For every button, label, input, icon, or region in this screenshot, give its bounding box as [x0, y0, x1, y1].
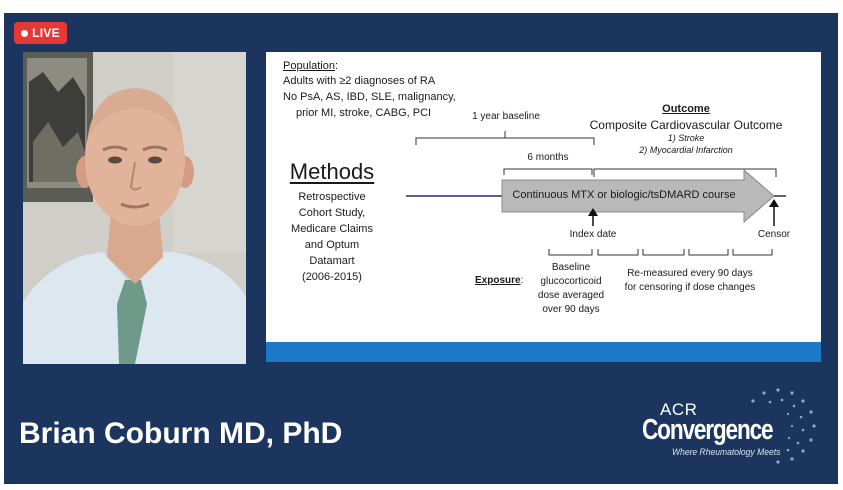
outcome-item-stroke: 1) Stroke [667, 133, 705, 143]
exposure-brackets [548, 249, 773, 256]
logo-convergence-text: Convergence [642, 414, 774, 446]
methods-title: Methods [289, 159, 375, 184]
methods-line-4: and Optum [304, 239, 360, 251]
outcome-heading: Outcome [662, 103, 710, 115]
course-label: Continuous MTX or biologic/tsDMARD cours… [512, 189, 736, 201]
exposure-baseline-line-3: dose averaged [537, 290, 605, 301]
exposure-heading-colon: : [520, 275, 524, 286]
baseline-label: 1 year baseline [472, 111, 540, 122]
speaker-portrait [23, 52, 246, 364]
presentation-slide: Population: Adults with ≥2 diagnoses of … [266, 52, 821, 362]
exposure-remeasure-line-1: Re-measured every 90 days [627, 268, 753, 279]
outcome-subtitle: Composite Cardiovascular Outcome [589, 118, 783, 132]
exposure-heading-row: Exposure: [475, 275, 523, 286]
speaker-name: Brian Coburn MD, PhD [19, 417, 343, 450]
slide-footer-stripe [266, 342, 821, 362]
methods-line-5: Datamart [309, 255, 355, 267]
acr-convergence-logo: ACR Convergence Where Rheumatology Meets [640, 378, 830, 468]
methods-line-3: Medicare Claims [291, 223, 373, 235]
outcome-item-mi: 2) Myocardial Infarction [639, 145, 733, 155]
live-badge: LIVE [14, 22, 67, 44]
censor-label: Censor [757, 229, 791, 240]
methods-line-2: Cohort Study, [298, 207, 366, 219]
outcome-bracket [593, 168, 777, 177]
exposure-heading: Exposure [475, 275, 521, 286]
population-heading-colon: : [335, 60, 339, 72]
baseline-bracket [415, 131, 595, 145]
live-dot-icon [21, 29, 29, 37]
live-label: LIVE [32, 26, 60, 40]
logo-acr-text: ACR [660, 400, 698, 419]
population-line-3: prior MI, stroke, CABG, PCI [296, 107, 432, 119]
population-heading: Population [283, 60, 335, 72]
index-date-label: Index date [569, 229, 617, 240]
course-arrow [501, 168, 775, 224]
logo-dot-ring-icon [751, 388, 816, 464]
methods-line-6: (2006-2015) [302, 271, 362, 283]
logo-tagline: Where Rheumatology Meets [672, 447, 781, 457]
timeline-diagram [406, 131, 786, 256]
censor-arrow [769, 199, 779, 226]
population-heading-row: Population: [283, 60, 338, 72]
exposure-baseline-line-4: over 90 days [542, 304, 600, 315]
broadcast-stage: LIVE [4, 13, 838, 484]
exposure-remeasure-line-2: for censoring if dose changes [624, 282, 756, 293]
population-line-2: No PsA, AS, IBD, SLE, malignancy, [283, 91, 456, 103]
population-line-1: Adults with ≥2 diagnoses of RA [283, 75, 436, 87]
speaker-video-feed [23, 52, 246, 364]
exposure-baseline-line-1: Baseline [551, 262, 591, 273]
index-date-arrow [588, 208, 598, 226]
six-months-bracket [503, 168, 593, 175]
methods-line-1: Retrospective [298, 191, 366, 203]
six-months-label: 6 months [527, 152, 569, 163]
exposure-baseline-line-2: glucocorticoid [540, 276, 602, 287]
